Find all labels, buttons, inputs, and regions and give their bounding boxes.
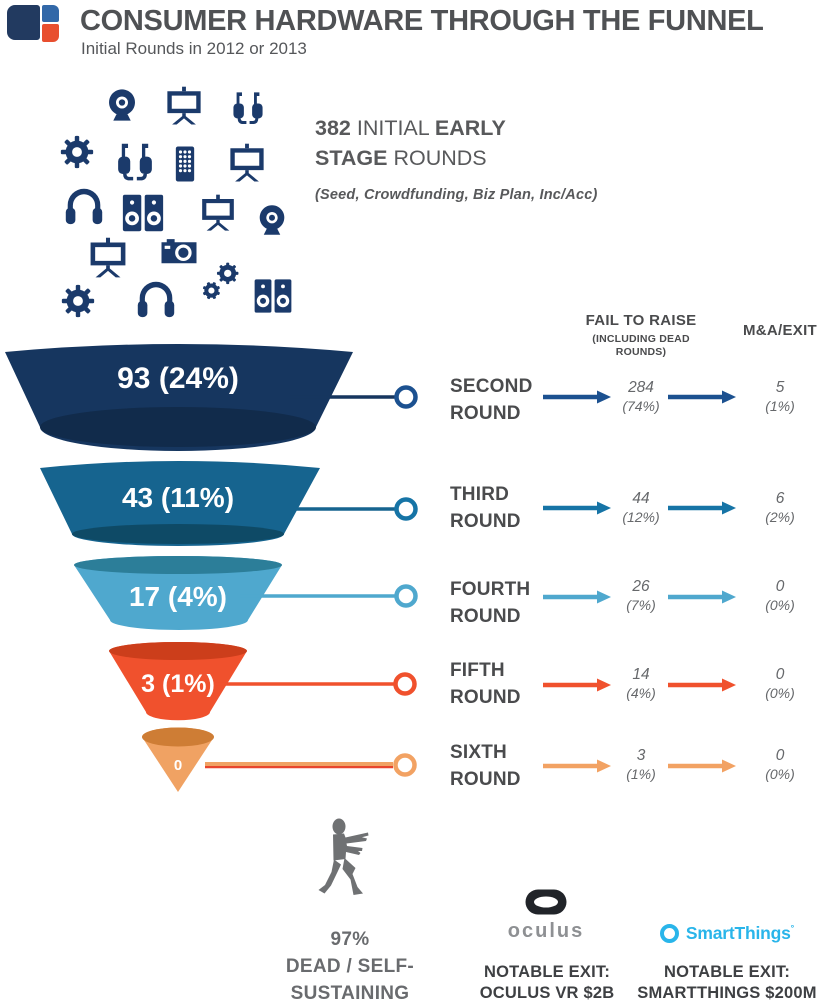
stat-line: 382 INITIAL EARLY bbox=[315, 116, 506, 140]
hardware-icons-cluster bbox=[60, 86, 292, 318]
zombie-icon bbox=[318, 818, 369, 895]
funnel-segment-shade bbox=[72, 524, 284, 544]
smartthings-logo: SmartThings° bbox=[637, 918, 817, 948]
arrow-head bbox=[722, 678, 736, 692]
remote-control-icon bbox=[175, 146, 195, 182]
funnel-segment-third-round bbox=[40, 461, 320, 546]
projector-screen-icon bbox=[90, 237, 126, 278]
connector-ring bbox=[394, 584, 418, 608]
funnel-chart: 93 (24%) 43 (11%) 17 (4%) 3 (1%) bbox=[5, 344, 736, 792]
gear-icon bbox=[61, 284, 95, 318]
projector-screen-icon bbox=[230, 143, 264, 182]
arrow-head bbox=[722, 390, 736, 404]
arrow-head bbox=[597, 590, 611, 604]
fail-value-sixth: 3(1%) bbox=[626, 747, 656, 782]
hanging-headset-icon bbox=[233, 92, 263, 125]
funnel-segment-fourth-round bbox=[74, 556, 282, 630]
speakers-icon bbox=[122, 194, 164, 232]
mna-value-third: 6(2%) bbox=[765, 490, 795, 525]
headphones-icon bbox=[118, 143, 152, 181]
headphones-icon bbox=[137, 281, 175, 318]
funnel-value-fourth-round: 17 (4%) bbox=[129, 581, 227, 612]
logo-blue-block bbox=[42, 5, 59, 22]
ma-exit-header: M&A/EXIT bbox=[742, 322, 818, 339]
funnel-segment-shade bbox=[40, 407, 316, 447]
funnel-segment-opening bbox=[109, 642, 247, 660]
oculus-logo-icon bbox=[525, 889, 567, 915]
webcam-icon bbox=[259, 205, 285, 235]
stat-note: (Seed, Crowdfunding, Biz Plan, Inc/Acc) bbox=[315, 187, 598, 203]
funnel-value-second-round: 93 (24%) bbox=[117, 362, 239, 395]
funnel-value-fifth-round: 3 (1%) bbox=[141, 670, 215, 698]
projector-screen-icon bbox=[167, 86, 201, 125]
notable-exit-oculus: NOTABLE EXIT: OCULUS VR $2B bbox=[479, 963, 615, 1002]
smartthings-wordmark: SmartThings° bbox=[685, 922, 795, 943]
mna-value-fourth: 0(0%) bbox=[765, 578, 795, 613]
notable-exit-smartthings: NOTABLE EXIT: SMARTTHINGS $200M bbox=[637, 963, 817, 1002]
connector-ring bbox=[394, 385, 418, 409]
connector-ring bbox=[394, 497, 418, 521]
fail-value-fifth: 14(4%) bbox=[626, 666, 656, 701]
projector-screen-icon bbox=[202, 194, 234, 231]
mna-value-second: 5(1%) bbox=[765, 379, 795, 414]
initial-rounds-stat: 382 INITIAL EARLY STAGE ROUNDS (Seed, Cr… bbox=[315, 113, 635, 210]
mna-value-sixth: 0(0%) bbox=[765, 747, 795, 782]
arrow-head bbox=[597, 390, 611, 404]
logo-orange-block bbox=[42, 24, 59, 42]
fail-value-second: 284(74%) bbox=[622, 379, 660, 414]
arrow-head bbox=[597, 759, 611, 773]
fail-value-fourth: 26(7%) bbox=[626, 578, 656, 613]
arrow-head bbox=[597, 678, 611, 692]
arrow-head bbox=[722, 501, 736, 515]
speakers-icon bbox=[254, 279, 292, 313]
funnel-segment-opening bbox=[74, 556, 282, 574]
connector-ring bbox=[393, 753, 417, 777]
funnel-value-third-round: 43 (11%) bbox=[122, 482, 234, 513]
dead-self-sustaining-stat: 97% DEAD / SELF- SUSTAINING bbox=[280, 926, 420, 1007]
funnel-segment-opening bbox=[142, 727, 214, 747]
arrow-head bbox=[597, 501, 611, 515]
funnel-value-sixth-round: 0 bbox=[174, 757, 182, 774]
mna-value-fifth: 0(0%) bbox=[765, 666, 795, 701]
camera-icon bbox=[161, 239, 197, 264]
stat-line: STAGE ROUNDS bbox=[315, 146, 487, 170]
webcam-icon bbox=[109, 89, 135, 121]
fail-to-raise-header: FAIL TO RAISE bbox=[585, 312, 697, 329]
cb-insights-logo bbox=[7, 5, 65, 47]
oculus-wordmark: oculus bbox=[507, 920, 585, 942]
page-title: CONSUMER HARDWARE THROUGH THE FUNNEL bbox=[80, 5, 764, 37]
logo-left-block bbox=[7, 5, 40, 40]
gear-icon bbox=[60, 135, 94, 169]
double-gears-icon bbox=[202, 262, 239, 300]
dead-pct: 97% bbox=[330, 929, 370, 950]
page-subtitle: Initial Rounds in 2012 or 2013 bbox=[81, 39, 307, 58]
arrow-head bbox=[722, 590, 736, 604]
smartthings-ring-icon bbox=[659, 923, 679, 943]
fail-value-third: 44(12%) bbox=[622, 490, 660, 525]
connector-ring bbox=[393, 672, 417, 696]
funnel-segment-fifth-round bbox=[109, 642, 247, 721]
headphones-icon bbox=[65, 188, 103, 225]
arrow-head bbox=[722, 759, 736, 773]
